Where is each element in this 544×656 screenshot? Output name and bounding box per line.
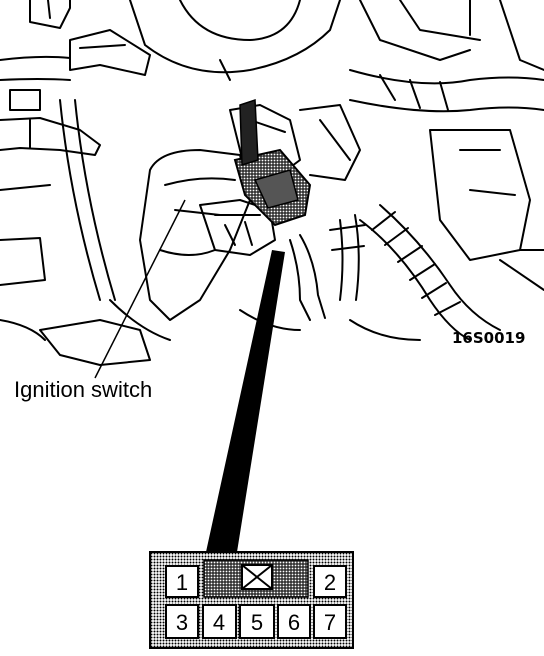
pin-cell-3: 3 [165,604,199,639]
pin-cell-7: 7 [313,604,347,639]
pin-1-label: 1 [176,570,188,595]
figure-code: 16S0019 [452,329,525,347]
ignition-switch-label: Ignition switch [14,377,152,402]
harness-connector [233,98,312,227]
ignition-switch-leader-line [94,199,186,379]
pin-4-label: 4 [213,610,225,635]
pin-cell-4: 4 [202,604,237,639]
pin-cell-2: 2 [313,565,347,598]
pin-3-label: 3 [176,610,188,635]
pin-6-label: 6 [288,610,300,635]
connector-pointer-wedge [206,250,285,552]
pin-cell-6: 6 [277,604,311,639]
pin-5-label: 5 [251,610,263,635]
connector-pin-diagram: 1 2 3 4 5 6 7 [149,551,354,649]
pin-cell-5: 5 [239,604,275,639]
blank-cavity-x-mark [241,564,273,590]
pin-2-label: 2 [324,570,336,595]
pin-7-label: 7 [324,610,336,635]
pin-cell-1: 1 [165,565,199,598]
